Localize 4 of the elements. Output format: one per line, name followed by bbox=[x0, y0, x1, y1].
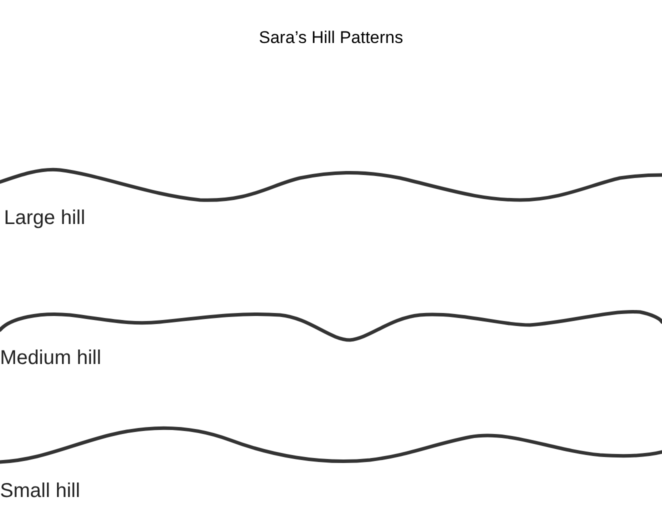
hill-label: Medium hill bbox=[0, 346, 102, 371]
diagram-title: Sara’s Hill Patterns bbox=[258, 27, 404, 49]
hill-label: Large hill bbox=[4, 206, 86, 231]
hill-label: Small hill bbox=[0, 479, 80, 504]
